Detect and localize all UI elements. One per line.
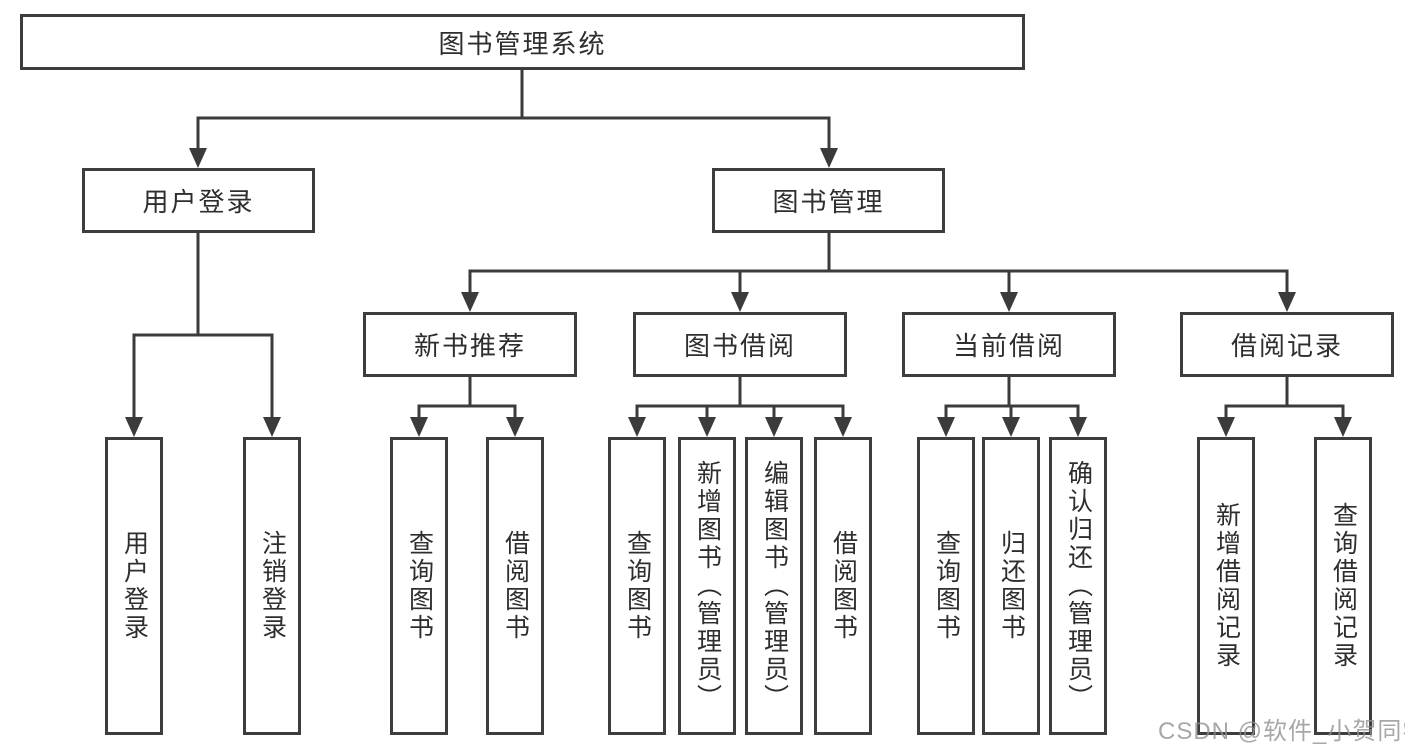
watermark: CSDN @软件_小贺同学 [1158, 718, 1405, 745]
node-label: 归还图书 [997, 530, 1026, 642]
node-label: 查询图书 [932, 530, 961, 642]
leaf-records-query-borrow-record: 查询借阅记录 [1314, 437, 1372, 735]
leaf-borrowing-add-book-admin: 新增图书（管理员） [678, 437, 736, 735]
leaf-recommend-query-books: 查询图书 [390, 437, 448, 735]
node-label: 用户登录 [142, 187, 255, 217]
node-borrow-records: 借阅记录 [1180, 312, 1394, 377]
leaf-logout: 注销登录 [243, 437, 301, 735]
node-label: 图书管理系统 [438, 28, 607, 59]
node-label: 编辑图书（管理员） [760, 460, 789, 712]
node-label: 借阅图书 [501, 530, 530, 642]
node-label: 借阅记录 [1230, 331, 1343, 361]
leaf-borrowing-query-books: 查询图书 [608, 437, 666, 735]
node-new-book-recommend: 新书推荐 [363, 312, 577, 377]
node-label: 注销登录 [258, 530, 287, 642]
leaf-records-add-borrow-record: 新增借阅记录 [1197, 437, 1255, 735]
arrowheads [125, 148, 1352, 437]
leaf-current-confirm-return-admin: 确认归还（管理员） [1049, 437, 1107, 735]
leaf-recommend-borrow-books: 借阅图书 [486, 437, 544, 735]
node-library-system: 图书管理系统 [20, 14, 1025, 70]
node-book-management: 图书管理 [712, 168, 945, 233]
node-label: 用户登录 [120, 530, 149, 642]
node-book-borrowing: 图书借阅 [633, 312, 847, 377]
node-label: 新增图书（管理员） [693, 460, 722, 712]
leaf-current-query-books: 查询图书 [917, 437, 975, 735]
leaf-borrowing-borrow-books: 借阅图书 [814, 437, 872, 735]
node-label: 图书管理 [772, 187, 885, 217]
node-label: 确认归还（管理员） [1064, 460, 1093, 712]
node-current-borrowing: 当前借阅 [902, 312, 1116, 377]
node-label: 新书推荐 [413, 331, 526, 361]
node-label: 当前借阅 [952, 331, 1065, 361]
leaf-borrowing-edit-book-admin: 编辑图书（管理员） [745, 437, 803, 735]
node-label: 查询图书 [405, 530, 434, 642]
node-label: 新增借阅记录 [1212, 502, 1241, 670]
node-user-login: 用户登录 [82, 168, 315, 233]
node-label: 图书借阅 [683, 331, 796, 361]
node-label: 查询图书 [623, 530, 652, 642]
node-label: 查询借阅记录 [1329, 502, 1358, 670]
leaf-user-login: 用户登录 [105, 437, 163, 735]
node-label: 借阅图书 [829, 530, 858, 642]
leaf-current-return-books: 归还图书 [982, 437, 1040, 735]
